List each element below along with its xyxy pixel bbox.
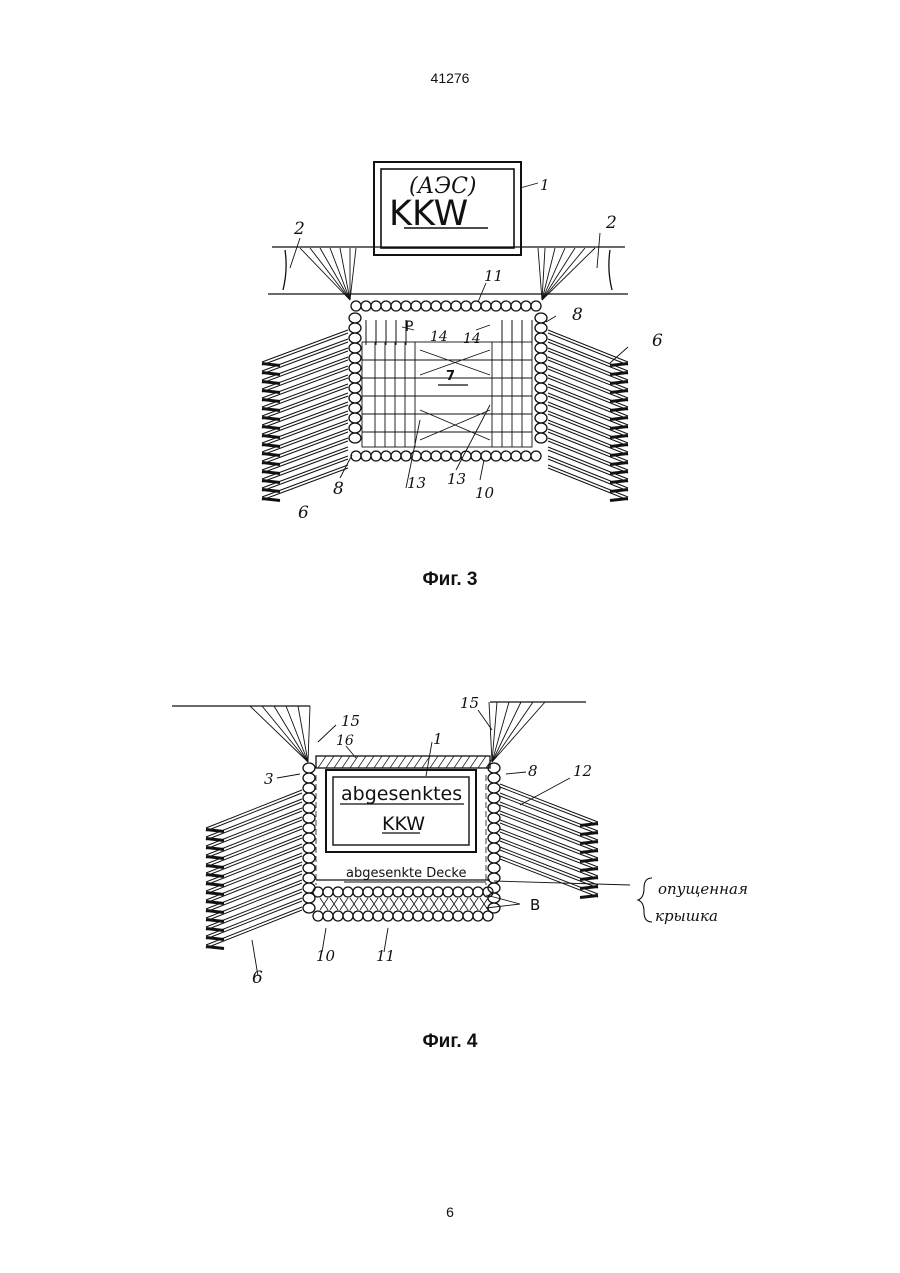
- soil-anchor-left: [300, 248, 356, 300]
- label-12: 12: [573, 762, 592, 780]
- label-13-right: 13: [447, 470, 466, 488]
- label-6-left: 6: [298, 503, 309, 523]
- soil-anchor-left: [250, 706, 310, 762]
- ground-anchors-right: [548, 330, 628, 501]
- jack-arrows: [366, 320, 532, 345]
- figure-3-caption: Фиг. 3: [0, 569, 900, 591]
- soil-anchor-right: [538, 248, 595, 300]
- label-1: 1: [540, 176, 550, 194]
- label-10: 10: [316, 947, 336, 965]
- label-6-right: 6: [652, 331, 663, 351]
- label-P: P: [405, 319, 413, 335]
- pile-wall-bottom-10: [313, 911, 493, 921]
- label-2-right: 2: [605, 213, 617, 233]
- cross-braces-B: [320, 898, 488, 910]
- figure-3-drawing: (АЭС) KKW 1 2 2 11 8 6 14 14 P 7 8 13 13…: [0, 0, 900, 560]
- label-15-left: 15: [341, 712, 360, 730]
- ground-anchors-left: [262, 330, 348, 501]
- label-7: 7: [446, 369, 455, 384]
- label-B: B: [530, 896, 540, 914]
- label-6: 6: [252, 968, 263, 988]
- label-10: 10: [475, 484, 495, 502]
- label-11: 11: [376, 947, 395, 965]
- label-16: 16: [336, 733, 354, 749]
- figure-4-drawing: 15 15 16 1 3 8 12 abgesenktes KKW abgese…: [0, 680, 900, 1120]
- cover-label: abgesenkte Decke: [346, 866, 466, 881]
- pile-wall-right: [535, 313, 547, 443]
- soil-anchor-right: [489, 702, 545, 762]
- page-number: 6: [0, 1204, 900, 1220]
- handwritten-note-2: крышка: [655, 907, 718, 925]
- pile-wall-left: [349, 313, 361, 443]
- label-3: 3: [264, 770, 274, 788]
- handwritten-brace: [638, 878, 652, 922]
- inner-grid: [362, 342, 532, 447]
- ground-anchors-right: [500, 784, 598, 898]
- pile-wall-bottom-11: [313, 887, 493, 897]
- label-13-left: 13: [407, 474, 426, 492]
- box-line2: KKW: [382, 813, 425, 835]
- cover-slab-16: [316, 756, 490, 768]
- label-15-right: 15: [460, 694, 479, 712]
- label-14-right: 14: [463, 331, 481, 347]
- label-2-left: 2: [293, 219, 305, 239]
- box-line1: abgesenktes: [341, 783, 462, 805]
- label-11: 11: [484, 267, 503, 285]
- label-8: 8: [528, 762, 538, 780]
- handwritten-note-1: опущенная: [658, 880, 748, 898]
- label-8-left: 8: [333, 479, 344, 499]
- pile-wall-bottom: [351, 451, 541, 461]
- figure-4-caption: Фиг. 4: [0, 1031, 900, 1053]
- ground-anchors-left: [206, 790, 302, 949]
- label-14-left: 14: [430, 329, 448, 345]
- label-8-right: 8: [572, 305, 583, 325]
- pile-wall-right: [488, 763, 500, 913]
- box-main-text: KKW: [389, 194, 468, 234]
- pile-wall-top: [351, 301, 541, 311]
- label-1: 1: [433, 730, 443, 748]
